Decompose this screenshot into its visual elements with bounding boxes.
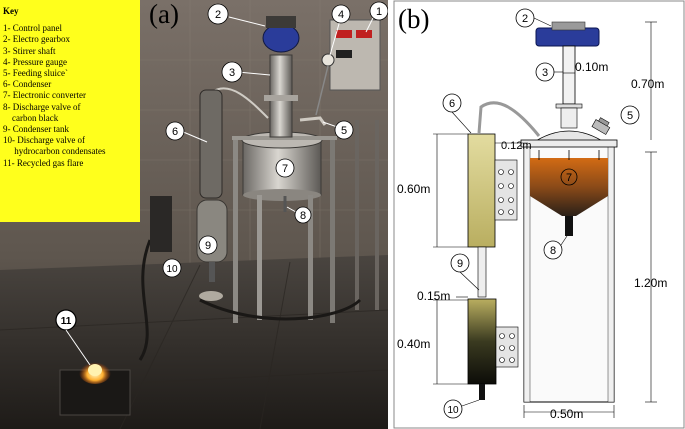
legend-title: Key [3, 6, 19, 16]
svg-text:10: 10 [447, 405, 459, 416]
svg-text:9: 9 [205, 240, 211, 252]
svg-text:11: 11 [61, 316, 72, 327]
callout-5: 5 [334, 120, 354, 140]
svg-text:9: 9 [457, 258, 463, 270]
svg-text:8: 8 [550, 245, 556, 257]
callout-8: 8 [543, 240, 563, 260]
dim-condenser-height: 0.60m [397, 182, 430, 196]
callout-10: 10 [443, 399, 463, 419]
legend-item: 10- Discharge valve of [3, 135, 86, 146]
callout-4: 4 [331, 4, 351, 24]
svg-text:6: 6 [449, 98, 455, 110]
svg-text:7: 7 [566, 172, 572, 184]
panel-a-letter: (a) [149, 0, 179, 29]
dim-height-top: 0.70m [631, 77, 664, 91]
svg-text:5: 5 [341, 125, 347, 137]
callout-10: 10 [162, 258, 182, 278]
dim-pipe-width: 0.12m [501, 140, 532, 152]
callout-6: 6 [165, 121, 185, 141]
svg-text:4: 4 [338, 9, 344, 21]
panel-a-callouts: 1 2 3 4 5 6 7 [55, 1, 388, 366]
condenser-tank-shape [467, 298, 497, 385]
svg-text:5: 5 [627, 110, 633, 122]
svg-text:3: 3 [542, 67, 548, 79]
legend-item: 6- Condenser [3, 79, 52, 90]
gearbox-shape [535, 27, 600, 47]
svg-text:1: 1 [376, 6, 382, 18]
svg-text:10: 10 [166, 264, 178, 275]
svg-text:2: 2 [522, 13, 528, 25]
schematic-drawing: 0.10m 0.70m 0.12m 0.60m 1.20m 0.15m 0.40… [393, 0, 685, 429]
dim-reactor-width: 0.50m [550, 407, 583, 421]
legend-item: carbon black [3, 112, 59, 123]
legend-key: Key 1- Control panel 2- Electro gearbox … [0, 0, 140, 222]
callout-7: 7 [560, 168, 578, 186]
dim-reactor-height: 1.20m [634, 276, 667, 290]
legend-item: 11- Recycled gas flare [3, 157, 84, 168]
legend-item: 1- Control panel [3, 23, 62, 34]
condenser-shape [467, 133, 496, 248]
legend-item: 4- Pressure gauge [3, 56, 67, 67]
panel-a-photo: Key 1- Control panel 2- Electro gearbox … [0, 0, 388, 429]
dim-gap-height: 0.15m [417, 289, 450, 303]
svg-text:2: 2 [215, 9, 221, 21]
callout-9: 9 [450, 253, 470, 273]
svg-text:3: 3 [229, 67, 235, 79]
callout-9: 9 [198, 235, 218, 255]
callout-11: 11 [55, 309, 77, 331]
photo-illustration [0, 0, 388, 429]
callout-3: 3 [221, 61, 243, 83]
callout-6: 6 [442, 93, 462, 113]
dim-tank-height: 0.40m [397, 337, 430, 351]
callout-2: 2 [515, 8, 535, 28]
callout-7: 7 [275, 158, 295, 178]
legend-item: 7- Electronic converter [3, 90, 86, 101]
callout-3: 3 [535, 62, 555, 82]
legend-item: 5- Feeding sluice` [3, 68, 68, 79]
callout-5: 5 [620, 105, 640, 125]
callout-1: 1 [369, 1, 388, 21]
callout-2: 2 [207, 3, 229, 25]
svg-text:6: 6 [172, 126, 178, 138]
svg-text:8: 8 [300, 210, 306, 222]
legend-item: 8- Discharge valve of [3, 101, 81, 112]
svg-text:7: 7 [282, 163, 288, 175]
legend-item: hydrocarbon condensates [3, 146, 106, 157]
callout-8: 8 [294, 206, 312, 224]
legend-item: 9- Condenser tank [3, 124, 69, 135]
legend-item: 2- Electro gearbox [3, 34, 70, 45]
panel-b-letter: (b) [398, 4, 430, 34]
panel-b-schematic: (b) [393, 0, 685, 429]
discharge-valve-8-shape [565, 216, 573, 236]
legend-item: 3- Stirrer shaft [3, 45, 56, 56]
dim-shaft-width: 0.10m [575, 60, 608, 74]
